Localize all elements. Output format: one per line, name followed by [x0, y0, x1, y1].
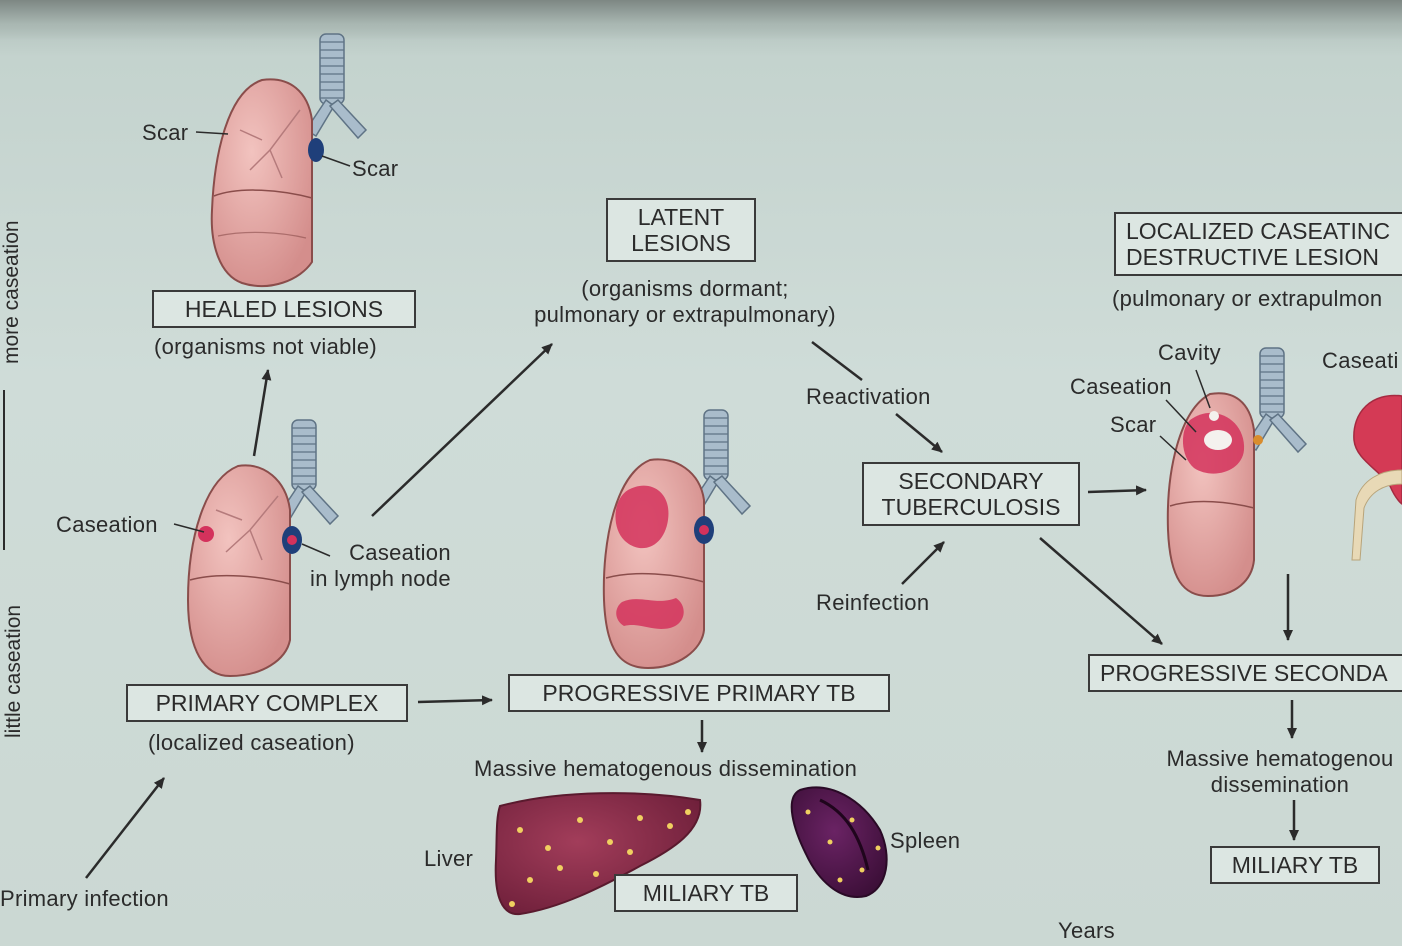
progressive-secondary-box: PROGRESSIVE SECONDA — [1088, 654, 1402, 692]
reinfection-label: Reinfection — [816, 590, 930, 615]
reactivation-label: Reactivation — [806, 384, 931, 409]
caseation-primary-label: Caseation — [56, 512, 158, 537]
leader-lines — [173, 131, 1211, 557]
liver-label: Liver — [424, 846, 474, 871]
primary-infection-label: Primary infection — [0, 886, 169, 911]
progressive-primary-box: PROGRESSIVE PRIMARY TB — [508, 674, 890, 712]
axis-little-caseation: little caseation — [2, 604, 25, 738]
lung-progressive-icon — [602, 409, 751, 670]
flow-arrows — [3, 341, 1299, 879]
spleen-icon — [790, 786, 888, 898]
healed-subtitle: (organisms not viable) — [154, 334, 378, 359]
lung-primary-icon — [186, 419, 339, 678]
caseation-secondary-label: Caseation — [1070, 374, 1172, 399]
scar-label: Scar — [142, 120, 189, 145]
cavity-label: Cavity — [1158, 340, 1221, 365]
lung-healed-icon — [210, 33, 367, 287]
axis-more-caseation: more caseation — [0, 220, 23, 364]
scar-node-label: Scar — [352, 156, 399, 181]
localized-lesions-box: LOCALIZED CASEATINC DESTRUCTIVE LESION — [1114, 212, 1402, 276]
latent-subtitle: (organisms dormant; pulmonary or extrapu… — [534, 276, 836, 327]
latent-lesions-box: LATENT LESIONS — [606, 198, 756, 262]
years-label: Years — [1058, 918, 1115, 943]
secondary-tb-box: SECONDARY TUBERCULOSIS — [862, 462, 1080, 526]
scar-secondary-label: Scar — [1110, 412, 1157, 437]
miliary-primary-box: MILIARY TB — [614, 874, 798, 912]
spleen-label: Spleen — [890, 828, 961, 853]
lung-secondary-icon — [1166, 347, 1307, 598]
primary-subtitle: (localized caseation) — [148, 730, 355, 755]
healed-lesions-box: HEALED LESIONS — [152, 290, 416, 328]
caseation-kidney-label: Caseati — [1322, 348, 1399, 373]
massive-secondary-label: Massive hematogenou dissemination — [1166, 746, 1394, 797]
caseation-node-label: Caseation in lymph node — [310, 540, 451, 591]
kidney-icon — [1351, 394, 1402, 561]
massive-primary-label: Massive hematogenous dissemination — [474, 756, 858, 781]
miliary-secondary-box: MILIARY TB — [1210, 846, 1380, 884]
page-shadow — [0, 0, 1402, 40]
primary-complex-box: PRIMARY COMPLEX — [126, 684, 408, 722]
localized-subtitle: (pulmonary or extrapulmon — [1112, 286, 1383, 311]
